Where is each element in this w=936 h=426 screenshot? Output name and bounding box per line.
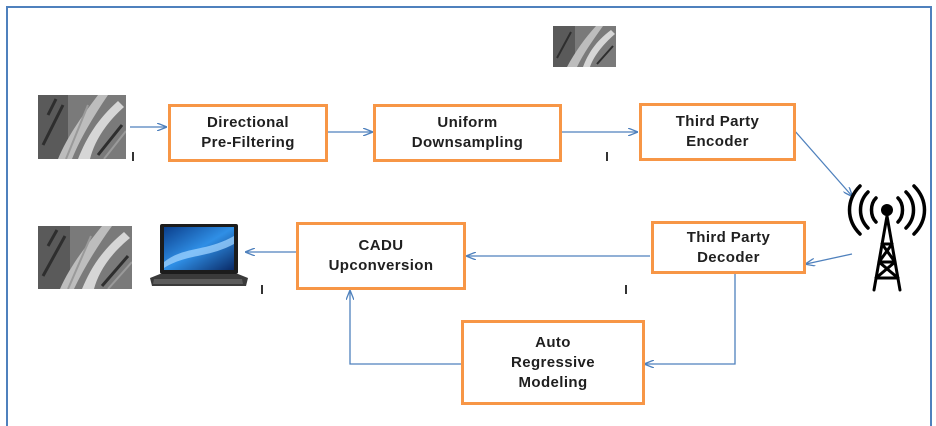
diagram-frame	[6, 6, 932, 426]
input-image-thumbnail	[38, 95, 126, 159]
radio-tower-icon	[846, 182, 928, 294]
uniform-downsampling-block: Uniform Downsampling	[373, 104, 562, 162]
cadu-upconversion-line1: CADU	[358, 237, 404, 254]
signal-tick-mark	[132, 152, 134, 161]
auto-regressive-modeling-line2: Regressive	[510, 353, 596, 371]
third-party-decoder-block: Third Party Decoder	[651, 221, 806, 274]
signal-tick-mark	[606, 152, 608, 161]
uniform-downsampling-line2: Downsampling	[411, 134, 524, 151]
arrow-ar-modeling-to-cadu	[350, 291, 462, 365]
arrow-encoder-to-antenna	[793, 129, 852, 196]
third-party-decoder-line1: Third Party	[686, 228, 771, 246]
third-party-decoder-line2: Decoder	[697, 248, 760, 266]
cadu-upconversion-block: CADU Upconversion	[296, 222, 466, 290]
auto-regressive-modeling-block: Auto Regressive Modeling	[461, 320, 645, 405]
uniform-downsampling-line1: Uniform	[437, 114, 498, 131]
auto-regressive-modeling-line1: Auto	[535, 333, 571, 351]
arrow-antenna-to-decoder	[806, 253, 853, 264]
third-party-encoder-line2: Encoder	[686, 133, 749, 150]
arrow-decoder-to-ar-modeling	[645, 272, 736, 364]
third-party-encoder-line1: Third Party	[675, 113, 760, 130]
laptop-icon	[148, 222, 248, 290]
output-image-thumbnail	[38, 226, 132, 289]
directional-prefiltering-line1: Directional	[207, 114, 289, 131]
auto-regressive-modeling-line3: Modeling	[518, 373, 588, 391]
signal-tick-mark	[261, 285, 263, 294]
third-party-encoder-block: Third Party Encoder	[639, 103, 796, 161]
downsampled-image-thumbnail	[553, 26, 616, 67]
directional-prefiltering-line2: Pre-Filtering	[201, 134, 295, 151]
directional-prefiltering-block: Directional Pre-Filtering	[168, 104, 328, 162]
cadu-upconversion-line2: Upconversion	[328, 257, 434, 274]
signal-tick-mark	[625, 285, 627, 294]
